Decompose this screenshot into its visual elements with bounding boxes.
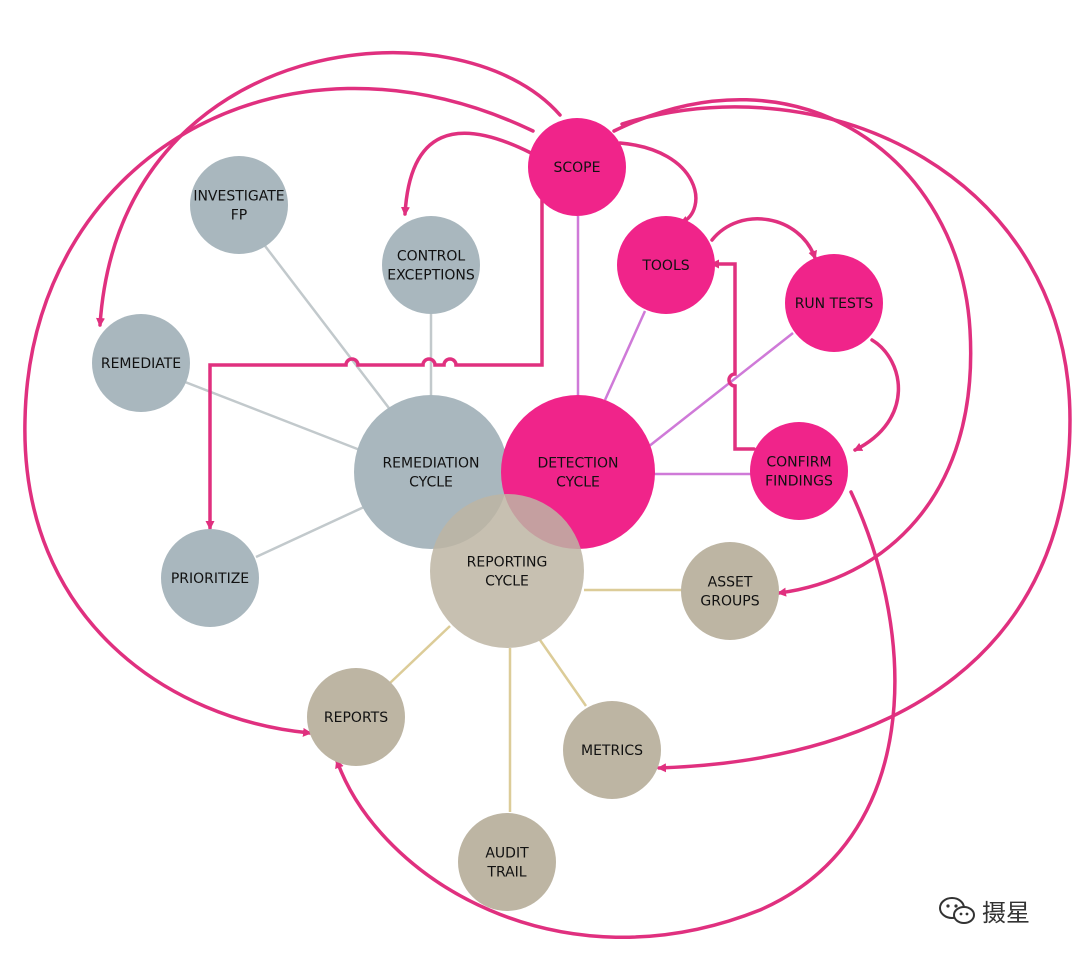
edge-investigate-fp [261, 241, 396, 417]
watermark-text: 摄星 [982, 899, 1030, 927]
node-asset-groups: ASSET GROUPS [681, 542, 779, 640]
node-reports: REPORTS [307, 668, 405, 766]
edge-tools [603, 310, 647, 401]
arrow-scope-to-reports [23, 86, 535, 737]
node-circle-investigate-fp [190, 156, 288, 254]
node-label-run-tests: RUN TESTS [795, 296, 874, 312]
arrow-confirm-findings-to-reports [335, 490, 897, 939]
node-circle-audit-trail [458, 813, 556, 911]
arrow-scope-to-remediate [95, 50, 562, 327]
node-label-remediation-cycle: CYCLE [409, 475, 453, 491]
node-circle-confirm-findings [750, 422, 848, 520]
node-label-asset-groups: ASSET [708, 575, 753, 591]
node-label-tools: TOOLS [641, 258, 689, 274]
edge-reports [389, 625, 451, 684]
node-investigate-fp: INVESTIGATE FP [190, 156, 288, 254]
node-label-reporting-cycle: CYCLE [485, 574, 529, 590]
node-circle-run-tests [785, 254, 883, 352]
node-label-confirm-findings: FINDINGS [765, 474, 833, 490]
node-tools: TOOLS [617, 216, 715, 314]
edge-prioritize [255, 505, 365, 559]
node-label-scope: SCOPE [554, 160, 601, 176]
node-circle-reporting-cycle [430, 494, 584, 648]
arrow-scope-to-control-exceptions [400, 131, 533, 216]
edge-remediate [184, 380, 361, 452]
node-label-audit-trail: TRAIL [486, 865, 526, 881]
node-circle-control-exceptions [382, 216, 480, 314]
arrow-scope-to-metrics [620, 105, 1072, 773]
node-label-control-exceptions: EXCEPTIONS [387, 268, 475, 284]
node-label-audit-trail: AUDIT [485, 846, 529, 862]
node-circle-prioritize [161, 529, 259, 627]
node-circle-remediate [92, 314, 190, 412]
arrow-scope-to-asset-groups [612, 97, 973, 597]
node-label-reporting-cycle: REPORTING [467, 555, 548, 571]
node-circle-asset-groups [681, 542, 779, 640]
node-label-control-exceptions: CONTROL [397, 249, 466, 265]
wechat-icon [939, 896, 975, 924]
node-reporting-cycle: REPORTING CYCLE [430, 494, 584, 648]
node-run-tests: RUN TESTS [785, 254, 883, 352]
node-remediate: REMEDIATE [92, 314, 190, 412]
arrow-run-tests-to-confirm-findings [853, 338, 901, 452]
node-prioritize: PRIORITIZE [161, 529, 259, 627]
node-label-confirm-findings: CONFIRM [766, 455, 831, 471]
node-scope: SCOPE [528, 118, 626, 216]
node-label-detection-cycle: CYCLE [556, 475, 600, 491]
watermark: 摄星 [938, 893, 1030, 928]
node-circle-reports [307, 668, 405, 766]
node-label-remediation-cycle: REMEDIATION [382, 456, 479, 472]
node-audit-trail: AUDIT TRAIL [458, 813, 556, 911]
arrow-tools-to-run-tests [710, 217, 817, 260]
node-label-metrics: METRICS [581, 743, 643, 759]
node-label-reports: REPORTS [324, 710, 388, 726]
node-label-investigate-fp: INVESTIGATE [193, 189, 284, 205]
node-label-prioritize: PRIORITIZE [171, 571, 249, 587]
node-confirm-findings: CONFIRM FINDINGS [750, 422, 848, 520]
node-metrics: METRICS [563, 701, 661, 799]
node-circle-scope [528, 118, 626, 216]
arrow-scope-to-prioritize [205, 196, 544, 530]
node-control-exceptions: CONTROL EXCEPTIONS [382, 216, 480, 314]
node-circle-tools [617, 216, 715, 314]
node-label-detection-cycle: DETECTION [538, 456, 619, 472]
node-circle-metrics [563, 701, 661, 799]
node-label-investigate-fp: FP [231, 208, 248, 224]
arrow-scope-to-tools [618, 141, 698, 225]
edge-run-tests [647, 332, 794, 448]
node-label-remediate: REMEDIATE [101, 356, 181, 372]
edge-metrics [538, 639, 588, 707]
arrow-confirm-findings-to-tools [710, 259, 756, 451]
node-label-asset-groups: GROUPS [700, 594, 759, 610]
